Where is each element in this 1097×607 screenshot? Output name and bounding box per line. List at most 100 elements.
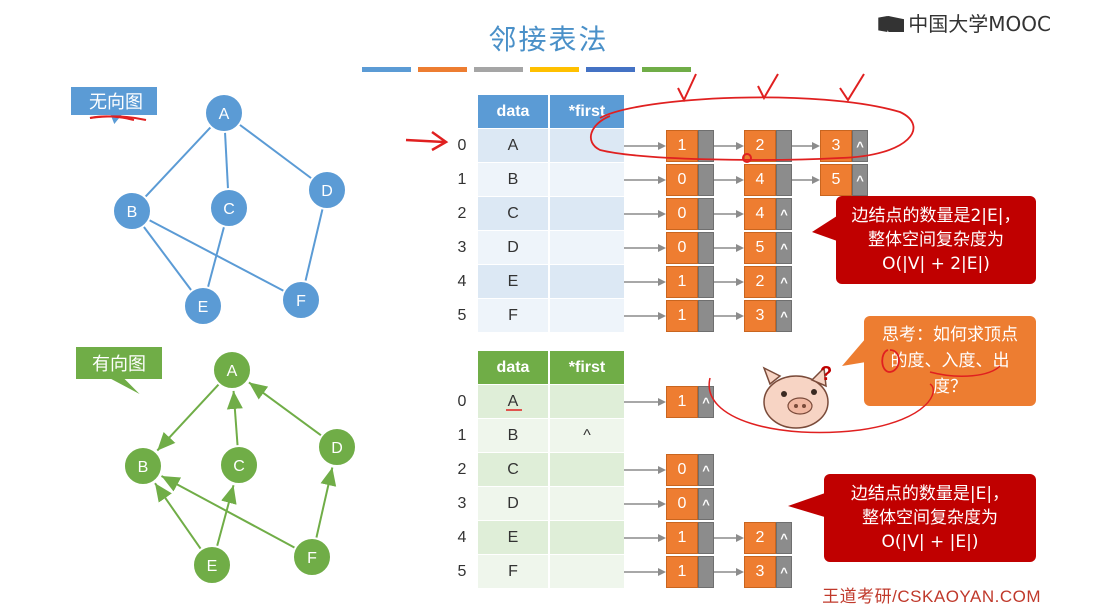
edge-A-B — [156, 383, 220, 452]
pig-mascot-icon: ? — [762, 363, 832, 429]
edge-node-vertex: 1 — [666, 300, 698, 332]
arrow-head — [736, 142, 744, 150]
vertex-data-cell: F — [478, 298, 550, 332]
arrow-head — [658, 210, 666, 218]
row-index: 2 — [457, 461, 467, 478]
edge-node-next — [698, 266, 714, 298]
arrow-head — [736, 534, 744, 542]
note-pointer — [812, 214, 840, 242]
page-title: 邻接表法 — [488, 23, 609, 56]
vertex-data-cell: D — [478, 230, 550, 265]
vertex-data-cell: B — [478, 418, 550, 453]
edge-node-vertex: 4 — [744, 164, 776, 196]
arrow-head — [658, 568, 666, 576]
arrow-head — [658, 312, 666, 320]
edge-node: 0^ — [666, 454, 714, 486]
edge-F-D — [315, 467, 337, 539]
arrow-head — [658, 534, 666, 542]
note-line: 边结点的数量是2|E|， — [851, 206, 1021, 226]
vertex-data-cell: E — [478, 264, 550, 299]
edge-node-vertex: 3 — [820, 130, 852, 162]
pointer-arrows — [614, 466, 666, 474]
mooc-logo: 中国大学MOOC — [878, 8, 1051, 37]
title-color-bar — [586, 67, 635, 72]
edge-node: 3^ — [820, 130, 868, 162]
vertex-F — [281, 280, 321, 320]
edge-D-A — [248, 381, 323, 437]
pointer-arrows — [614, 244, 744, 252]
pointer-arrows — [614, 312, 744, 320]
edge-node-vertex: 2 — [744, 130, 776, 162]
arrow-head — [658, 142, 666, 150]
vertex-label: F — [307, 550, 317, 567]
edge-B-E — [142, 225, 193, 292]
directed-label-callout: 有向图 — [74, 345, 164, 399]
question-mark: ? — [820, 363, 832, 385]
arrow-head — [658, 466, 666, 474]
edge-node-vertex: 5 — [744, 232, 776, 264]
edge-node-next — [698, 232, 714, 264]
edge-E-B — [154, 482, 202, 550]
edge-node-vertex: 1 — [666, 266, 698, 298]
pointer-arrows — [614, 500, 666, 508]
pointer-arrows — [614, 210, 744, 218]
edge-node: 2 — [744, 130, 792, 162]
edge-A-B — [144, 126, 212, 198]
vertex-label: C — [223, 201, 235, 218]
arrow-head — [658, 176, 666, 184]
vertex-data-cell: C — [478, 196, 550, 231]
first-pointer-cell — [549, 452, 624, 487]
vertex-data-cell: D — [478, 486, 550, 521]
vertex-B — [112, 191, 152, 231]
edge-node: 0 — [666, 164, 714, 196]
vertex-D — [317, 427, 357, 467]
edge-node-next — [698, 300, 714, 332]
edge-node-next: ^ — [852, 164, 868, 196]
row-index: 2 — [457, 205, 467, 222]
title-color-bar — [362, 67, 411, 72]
table-row: B — [478, 162, 624, 197]
first-pointer-cell — [549, 520, 624, 555]
edge-node: 0^ — [666, 488, 714, 520]
vertex-A — [204, 93, 244, 133]
vertex-data-cell: A — [478, 384, 550, 419]
row-index: 3 — [457, 495, 467, 512]
edge-node-next: ^ — [776, 198, 792, 230]
edge-node-vertex: 3 — [744, 556, 776, 588]
arrow-head — [658, 278, 666, 286]
edge-node-next — [698, 556, 714, 588]
row-index: 4 — [457, 273, 467, 290]
table-row: C — [478, 196, 624, 231]
edge-node-next: ^ — [776, 232, 792, 264]
edge-node-next: ^ — [852, 130, 868, 162]
pointer-arrows — [614, 142, 820, 150]
row-index: 3 — [457, 239, 467, 256]
vertex-label: B — [138, 459, 149, 476]
row-index: 5 — [457, 307, 467, 324]
note-line: 整体空间复杂度为 — [868, 230, 1004, 250]
vertex-label: E — [198, 299, 209, 316]
row-index: 0 — [457, 393, 467, 410]
vertex-A — [212, 350, 252, 390]
table-row: D — [478, 486, 624, 521]
row-index: 1 — [457, 427, 467, 444]
table-header: data — [478, 351, 550, 385]
edge-node-next — [698, 164, 714, 196]
first-pointer-cell — [549, 486, 624, 521]
edge-node-next: ^ — [776, 522, 792, 554]
edge-node: 5^ — [744, 232, 792, 264]
edge-node-next: ^ — [698, 488, 714, 520]
logo-text: 中国大学MOOC — [908, 12, 1051, 36]
first-pointer-cell — [549, 196, 624, 231]
vertex-label: D — [321, 183, 333, 200]
edge-node-next — [776, 130, 792, 162]
note-line: O(|V| + |E|) — [881, 532, 979, 552]
row-index: 0 — [457, 137, 467, 154]
table-header: *first — [549, 95, 624, 129]
vertex-label: B — [127, 204, 138, 221]
edge-node-next: ^ — [698, 454, 714, 486]
edge-node-vertex: 2 — [744, 266, 776, 298]
edge-D-F — [304, 208, 324, 282]
table-row: F — [478, 554, 624, 588]
